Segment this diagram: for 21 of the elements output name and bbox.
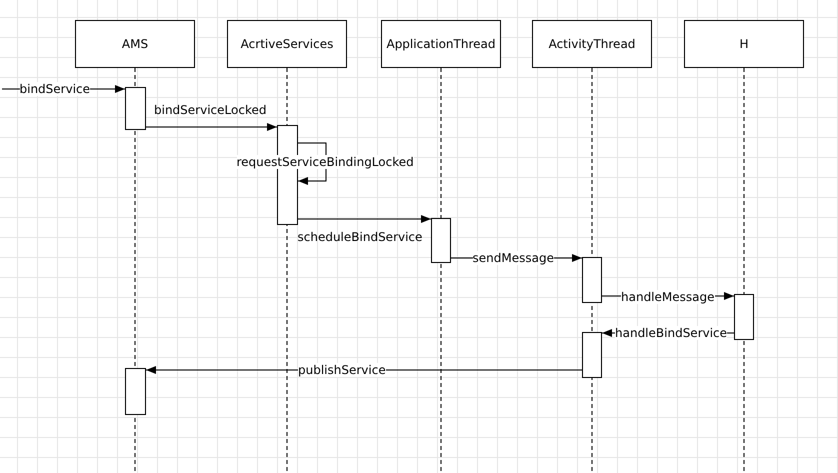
lifeline-header: AcrtiveServices [227, 20, 347, 68]
lifeline-header: ActivityThread [532, 20, 652, 68]
lifeline-header: ApplicationThread [381, 20, 501, 68]
message-arrow [298, 215, 432, 223]
lifeline-header: AMS [75, 20, 195, 68]
activation-bar [125, 368, 146, 415]
lifeline-header: H [684, 20, 804, 68]
edge-label: sendMessage [472, 251, 554, 265]
edge-label: bindService [20, 82, 90, 96]
edge-label: requestServiceBindingLocked [236, 155, 414, 169]
activation-bar [582, 332, 602, 378]
edge-label: handleMessage [621, 290, 714, 304]
edge-label: handleBindService [615, 326, 728, 340]
activation-bar [125, 87, 146, 130]
activation-bar [582, 257, 602, 303]
edge-label: bindServiceLocked [154, 103, 266, 117]
message-arrow [146, 123, 278, 131]
edge-label: publishService [298, 363, 386, 377]
edge-label: scheduleBindService [298, 230, 422, 244]
activation-bar [431, 218, 451, 263]
activation-bar [734, 294, 754, 340]
